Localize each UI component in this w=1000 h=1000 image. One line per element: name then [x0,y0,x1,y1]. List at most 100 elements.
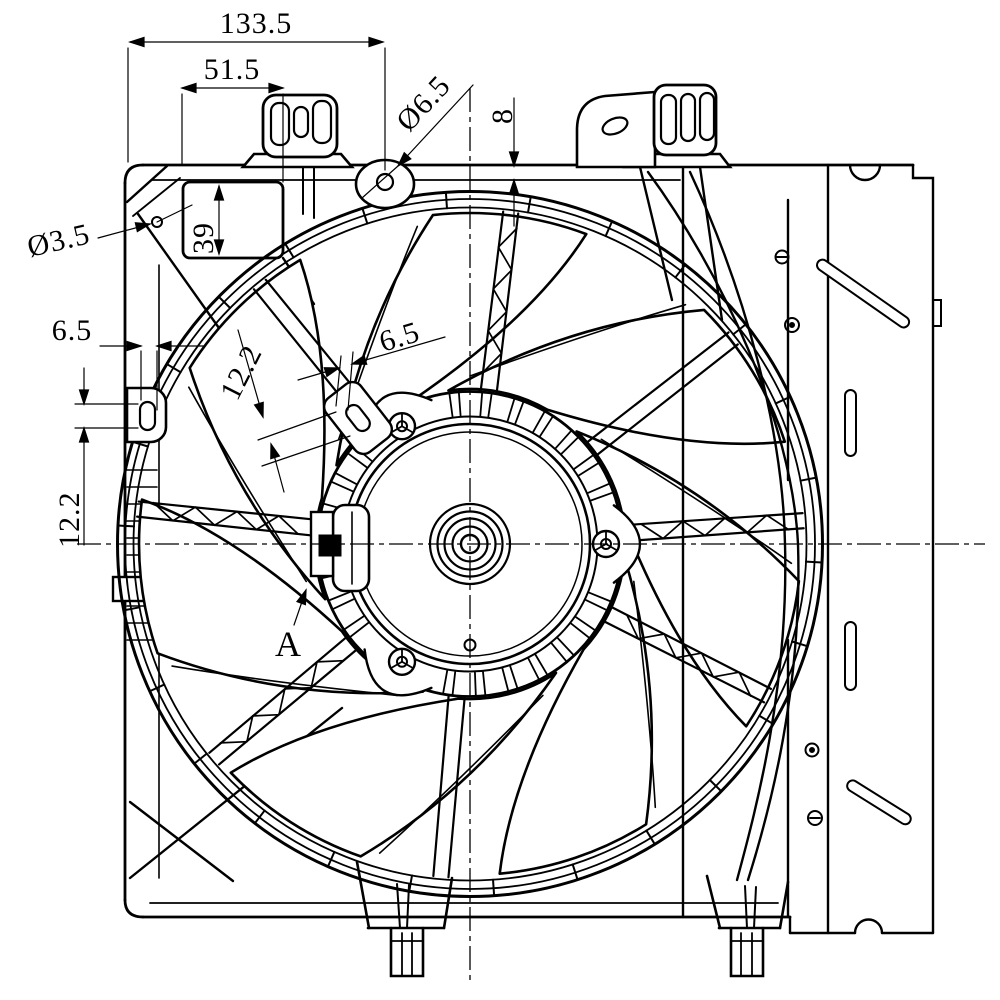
ear-spoke [389,660,403,670]
stator-arm [136,515,318,538]
motor-vent-slat [560,436,579,455]
boss-hole [375,172,395,192]
arm-truss-rib [626,614,752,697]
fan-blade-contour [171,665,398,697]
motor-vent-slat [501,667,510,692]
stator-arm [621,512,804,527]
motor-vent-slat [347,452,368,469]
ear-spoke [401,425,415,434]
fan-blade [498,555,654,875]
left-tab-slot [138,400,157,432]
label-corner-hole-dia: Ø3.5 [24,217,93,263]
ring-tick [645,829,656,846]
motor-vent-slat [570,622,590,639]
left-frame-tab [125,386,168,444]
panel-holes [774,249,823,826]
dim-mid-slot-length [237,329,351,493]
ring-tick [799,476,818,482]
corner-hole [151,216,163,228]
ring-tick [165,363,182,374]
motor-vent-slat [332,598,355,610]
motor-vent-slat [330,480,354,493]
ring-tick [326,850,336,868]
motor-vent-slat [458,392,462,417]
ring-tick [758,714,775,725]
motor-vent-slat [532,411,546,433]
motor-vent-slat [474,671,477,697]
fan-blades [137,211,801,875]
motor-vent-slat [509,665,519,689]
motor-vent-slat [573,454,594,470]
arm-truss-rib [640,514,790,540]
panel-corner-notch [911,163,935,935]
fan-blade-contour [600,438,793,565]
fan-blade-contour [633,580,657,809]
label-detail-marker: A [275,624,301,664]
stator-arm [208,635,349,754]
motor-vent-slat [527,657,540,680]
stator-arm [432,695,450,878]
dim-bracket-offset [180,82,285,183]
dim-overall-width [127,36,386,171]
ring-tick [492,878,496,897]
motor-vent-slat [448,393,454,418]
dim-boss-hole [361,84,474,199]
panel-bottom-notch [853,918,884,935]
motor-vent-slat [577,462,600,477]
arm-truss-rib [152,501,299,535]
dim-mid-slot-width [297,336,446,411]
motor-vent-slat [534,653,549,676]
bracket-right [575,83,733,169]
mounting-feet [355,860,790,978]
motor-vent-slat [343,615,365,631]
motor-vent-slat [482,670,487,696]
foot-right [705,874,790,978]
panel-diagonal-slot-bottom [846,779,912,826]
ring-tick [148,683,166,693]
motor-vent-slat [590,491,614,502]
arm-truss-rib [219,659,345,744]
motor-vent-slat [584,599,608,611]
ring-tick [571,863,579,881]
ring-tick [122,606,141,612]
dim-corner-hole [97,204,193,239]
dim-rim-depth [508,97,520,227]
panel-vertical-slot-bottom [844,621,857,691]
panel-top-notch [848,163,882,182]
mid-tab-slot [345,403,371,433]
motor-vent-slat [550,642,568,662]
upper-structure [240,83,800,882]
dim-left-slot-width [99,340,206,411]
fan-blade [447,308,787,446]
details-front [125,380,394,593]
bracket-oval-hole [601,116,629,136]
bracket-left [240,93,355,169]
motor-vent-slat [514,401,525,425]
foot-left [355,860,454,978]
ring-tick [217,295,232,309]
motor-vent-slat [554,430,572,450]
inspection-window [181,180,285,260]
dimensions [74,36,520,626]
motor-vent-slat [349,621,370,638]
stator-arm [479,210,505,392]
ear-spoke [593,543,607,552]
stator-arm [622,527,805,543]
fan-blade-contour [188,386,307,583]
label-bracket-offset: 51.5 [204,53,261,86]
stator-arm [217,647,359,766]
motor-connector [309,503,371,593]
label-left-slot-height: 12.2 [53,492,86,549]
ring-tick [193,752,208,765]
ring-tick [526,195,532,214]
ring-tick [253,809,266,825]
motor-vent-slat [328,590,352,602]
panel-vertical-slot-top [844,389,857,457]
side-panel [681,163,942,935]
label-boss-hole-dia: Ø6.5 [390,69,457,138]
motor-vent-slat [335,472,358,485]
ring-tick [284,242,295,259]
stator-arm [447,696,466,879]
